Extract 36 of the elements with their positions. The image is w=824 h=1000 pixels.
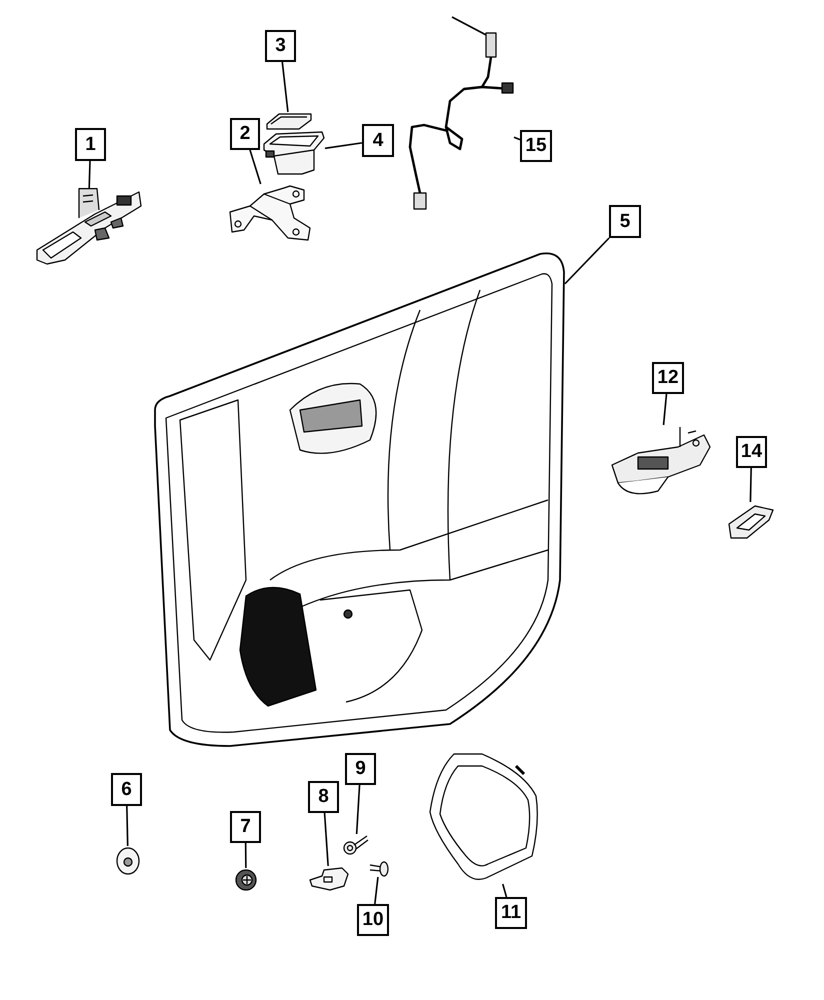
callout-number: 2 [230,118,260,150]
retaining-clip-drawing [308,866,350,892]
round-plug-drawing [114,846,142,876]
switch-housing-drawing [262,130,325,176]
leader-line [88,160,91,188]
callout-number: 7 [230,811,261,843]
callout-number: 4 [362,124,394,157]
callout-number: 11 [495,897,527,929]
callout-number: 5 [609,205,641,238]
leader-line [502,884,508,898]
callout-number: 15 [520,130,552,162]
callout-number: 8 [308,781,339,813]
leader-line [356,784,360,834]
screw-drawing [368,859,390,877]
callout-number: 12 [652,362,684,394]
screw-drawing [343,834,369,856]
leader-line [126,806,128,846]
leader-line [374,876,379,904]
trim-cover-drawing [265,112,313,131]
callout-number: 1 [75,128,106,161]
callout-number: 3 [265,30,296,62]
leader-line [249,150,262,184]
leader-line [244,843,247,868]
push-pin-drawing [234,868,258,892]
callout-number: 6 [111,773,142,806]
leader-line [282,62,289,112]
callout-number: 14 [736,436,767,468]
callout-number: 10 [357,904,389,936]
leader-line [662,394,668,426]
leader-line [564,237,610,284]
leader-line [750,468,752,502]
leader-line [324,812,329,866]
leader-line [324,142,362,150]
callout-number: 9 [345,753,376,785]
window-switch-bezel-drawing [35,188,141,266]
leader-line [514,136,520,140]
